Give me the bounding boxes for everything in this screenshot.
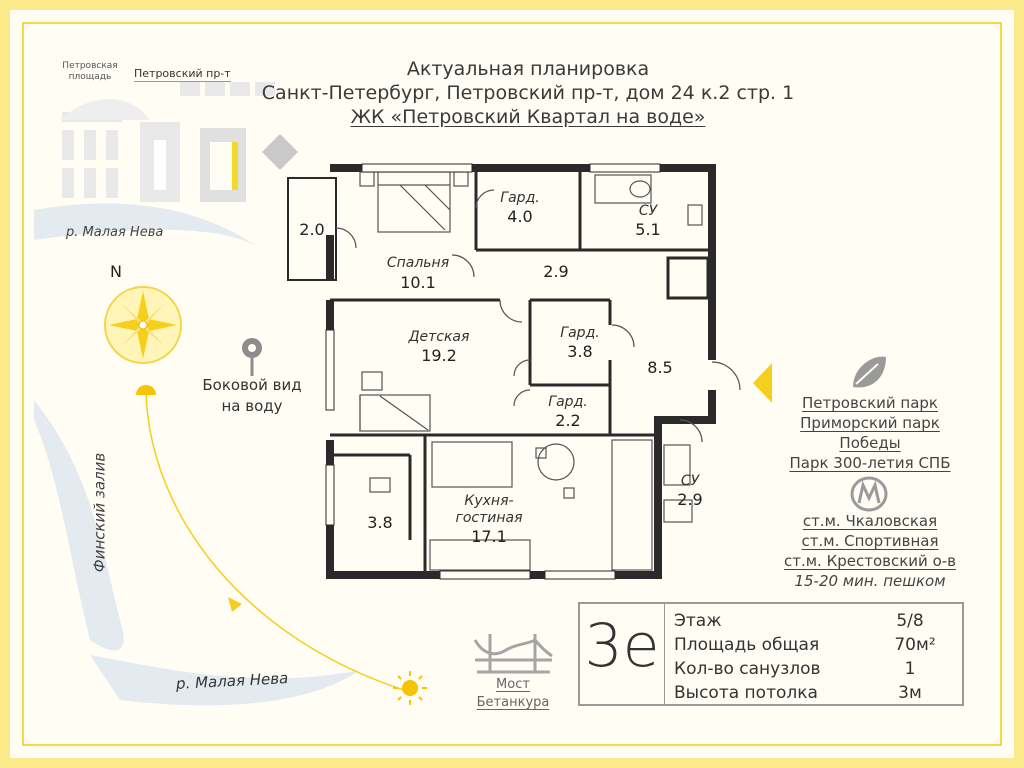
loggia-area: 3.8	[367, 513, 393, 532]
metro-link-2[interactable]: ст.м. Спортивная	[801, 532, 939, 550]
header-address: Санкт-Петербург, Петровский пр-т, дом 24…	[261, 82, 795, 104]
leaf-icon	[853, 356, 886, 388]
entrance-arrow-icon	[753, 363, 772, 403]
river-malaya-neva-top	[34, 203, 262, 250]
kids-room-area: 19.2	[421, 346, 457, 365]
bedroom-label: Спальня	[386, 255, 450, 271]
city-icons	[60, 82, 298, 202]
furniture	[359, 171, 703, 571]
compass-icon	[104, 286, 182, 364]
sun-path	[145, 391, 405, 691]
info-table	[578, 602, 964, 706]
bridge-label-2[interactable]: Бетанкура	[476, 695, 550, 710]
info-label-ceiling: Высота потолка	[674, 683, 818, 703]
kitchen-label-1: Кухня-	[464, 493, 514, 509]
park-link-1[interactable]: Петровский парк	[802, 394, 938, 412]
side-view-label-2: на воду	[221, 397, 283, 415]
sun-icon	[393, 671, 427, 705]
info-label-floor: Этаж	[674, 611, 722, 631]
wardrobe2-area: 3.8	[567, 342, 593, 361]
windows	[325, 163, 661, 580]
river-label-top: р. Малая Нева	[66, 225, 164, 240]
balcony	[287, 177, 337, 281]
balcony-area: 2.0	[299, 220, 325, 239]
park-link-2[interactable]: Приморский парк	[800, 414, 940, 432]
info-table-divider	[664, 604, 665, 704]
corridor-area: 8.5	[647, 358, 673, 377]
wardrobe1-label: Гард.	[500, 190, 540, 206]
compass-north-label: N	[110, 262, 122, 281]
inner-walls	[330, 168, 712, 575]
metro-walk-time: 15-20 мин. пешком	[794, 572, 946, 590]
bridge-icon	[473, 634, 553, 674]
metro-link-3[interactable]: ст.м. Крестовский о-в	[783, 552, 956, 570]
metro-link-1[interactable]: ст.м. Чкаловская	[802, 512, 938, 530]
bedroom-area: 10.1	[400, 273, 436, 292]
door-swings	[335, 189, 741, 443]
bath2-label: СУ	[680, 473, 700, 489]
wardrobe1-area: 4.0	[507, 207, 533, 226]
side-view-label-1: Боковой вид	[202, 376, 302, 394]
bath1-area: 5.1	[635, 220, 661, 239]
wardrobe2-label: Гард.	[560, 325, 600, 341]
wardrobe3-area: 2.2	[555, 411, 581, 430]
park-link-4[interactable]: Парк 300-летия СПБ	[789, 454, 951, 472]
info-value-ceiling: 3м	[898, 683, 922, 703]
bath2-area: 2.9	[677, 490, 703, 509]
sun-path-arrow	[228, 597, 242, 612]
info-value-floor: 5/8	[896, 611, 924, 631]
info-label-bathrooms: Кол-во санузлов	[674, 659, 821, 679]
location-pin-icon	[242, 338, 262, 376]
bath1-label: СУ	[638, 203, 658, 219]
river-malaya-neva-bottom	[90, 655, 360, 706]
hall-area: 2.9	[543, 262, 569, 281]
metro-icon	[850, 476, 888, 512]
kitchen-label-2: гостиная	[455, 510, 523, 526]
info-value-area: 70м²	[894, 635, 936, 655]
square-label-2: площадь	[68, 72, 112, 82]
square-label-1: Петровская	[62, 61, 118, 71]
bridge-label-1[interactable]: Мост	[496, 677, 530, 692]
finsky-gulf-band	[34, 400, 124, 651]
park-link-3[interactable]: Победы	[839, 434, 901, 452]
gulf-label: Финский залив	[90, 452, 109, 573]
info-value-bathrooms: 1	[904, 659, 916, 679]
outer-wall	[326, 164, 716, 579]
info-label-area: Площадь общая	[674, 635, 820, 655]
avenue-label: Петровский пр-т	[134, 67, 231, 82]
apartment-type: 3е	[584, 611, 660, 681]
kids-room-label: Детская	[408, 329, 470, 345]
header-complex-link[interactable]: ЖК «Петровский Квартал на воде»	[350, 106, 706, 128]
kitchen-area: 17.1	[471, 527, 507, 546]
sun-rise-marker	[136, 385, 156, 395]
header-title: Актуальная планировка	[406, 58, 650, 80]
wardrobe3-label: Гард.	[548, 394, 588, 410]
